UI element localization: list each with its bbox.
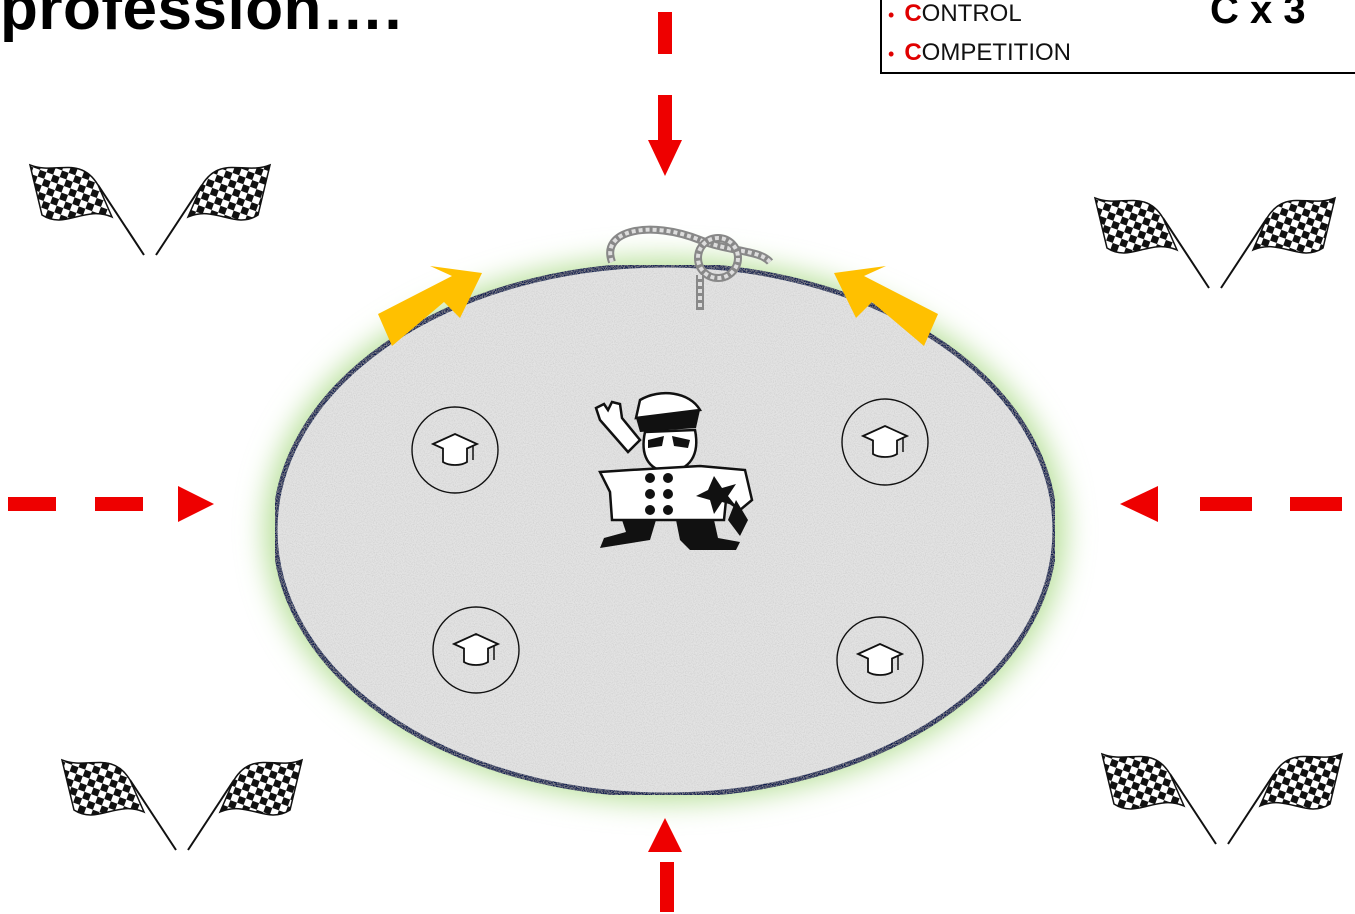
traffic-police-officer-icon	[594, 392, 754, 550]
bullet-icon: •	[888, 5, 895, 25]
legend-word: OMPETITION	[921, 39, 1071, 66]
legend-initial: C	[904, 0, 922, 27]
red-arrow-right	[1120, 486, 1342, 522]
legend-item-competition: • COMPETITION	[888, 41, 1071, 65]
checkered-flags-icon	[61, 759, 303, 851]
multiplier-label: C x 3	[1210, 0, 1306, 32]
legend-box: •CONTROL •COMPETITION	[880, 0, 1355, 74]
legend-word: ONTROL	[921, 0, 1022, 27]
bullet-icon: •	[888, 44, 895, 64]
checkered-flags-icon	[1094, 197, 1336, 289]
checkered-flags-icon	[29, 164, 271, 256]
slide-title: profession….	[0, 0, 403, 43]
red-arrow-left	[8, 486, 214, 522]
legend-initial: C	[904, 39, 922, 66]
red-arrow-top	[648, 12, 682, 176]
red-arrow-bottom	[648, 818, 682, 912]
rope-knot-icon	[606, 225, 774, 310]
legend-item-control: • CONTROL	[888, 2, 1022, 26]
checkered-flags-icon	[1101, 753, 1343, 845]
yellow-arrow-right	[834, 266, 938, 346]
yellow-arrow-left	[378, 266, 482, 346]
